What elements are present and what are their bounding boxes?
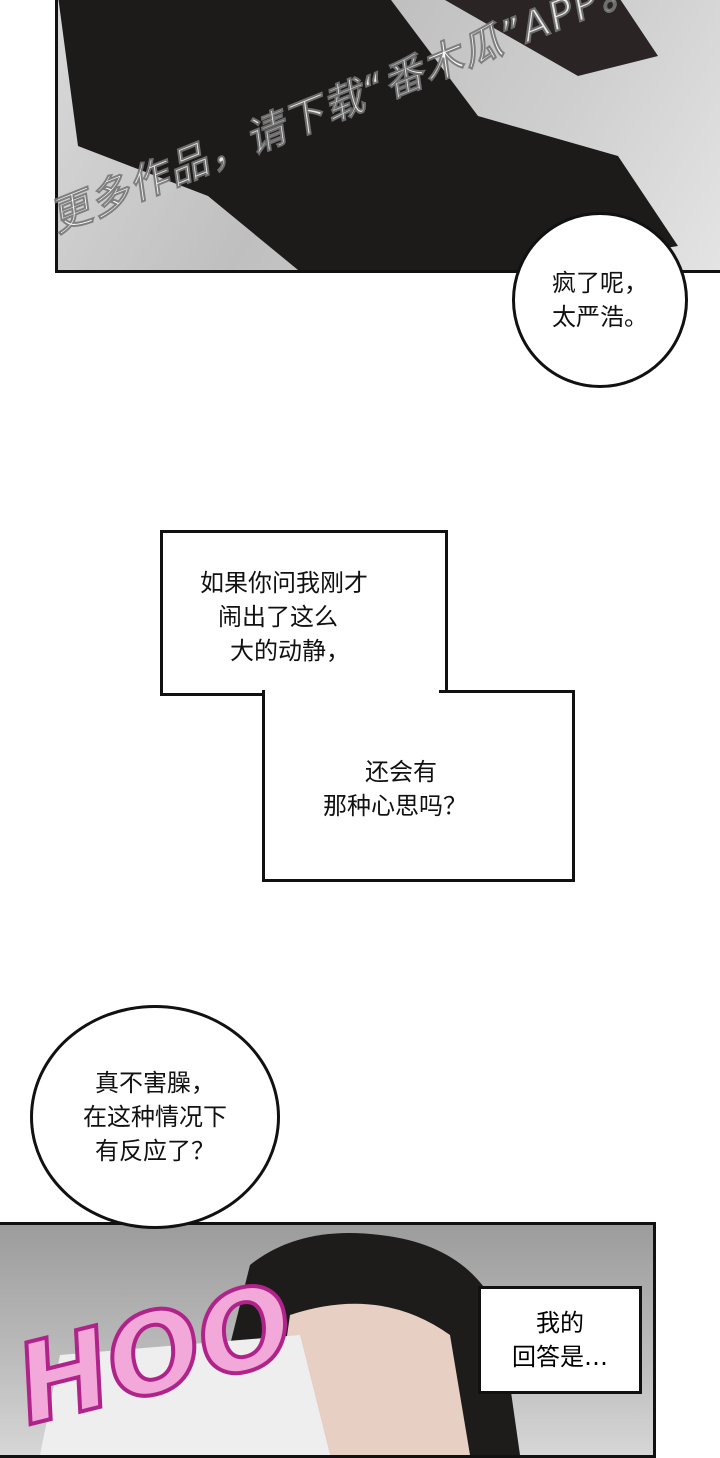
- narration-line: 我的: [536, 1309, 584, 1337]
- bubble-line: 真不害臊，: [95, 1069, 215, 1097]
- bubble-line: 有反应了？: [95, 1137, 215, 1165]
- character-art: [40, 1233, 520, 1455]
- bubble-line: 太严浩。: [552, 303, 648, 331]
- narration-box-3: 我的回答是…: [478, 1286, 642, 1394]
- bubble-line: 疯了呢，: [552, 269, 648, 297]
- speech-bubble-1: 疯了呢， 太严浩。: [512, 212, 688, 388]
- bottom-panel-art: [0, 1222, 656, 1458]
- dark-pants-art: [58, 0, 678, 270]
- top-panel-art: [55, 0, 720, 273]
- narration-line: 那种心思吗？: [323, 792, 467, 820]
- speech-bubble-2: 真不害臊， 在这种情况下有反应了？: [30, 1005, 280, 1229]
- bubble-line: 在这种情况下: [83, 1103, 227, 1131]
- narration-line: 如果你问我刚才: [200, 569, 368, 597]
- narration-line: 还会有: [365, 758, 437, 786]
- narration-line: 大的动静，: [230, 637, 350, 665]
- narration-line: 回答是…: [512, 1343, 608, 1371]
- narration-line: 闹出了这么: [218, 603, 338, 631]
